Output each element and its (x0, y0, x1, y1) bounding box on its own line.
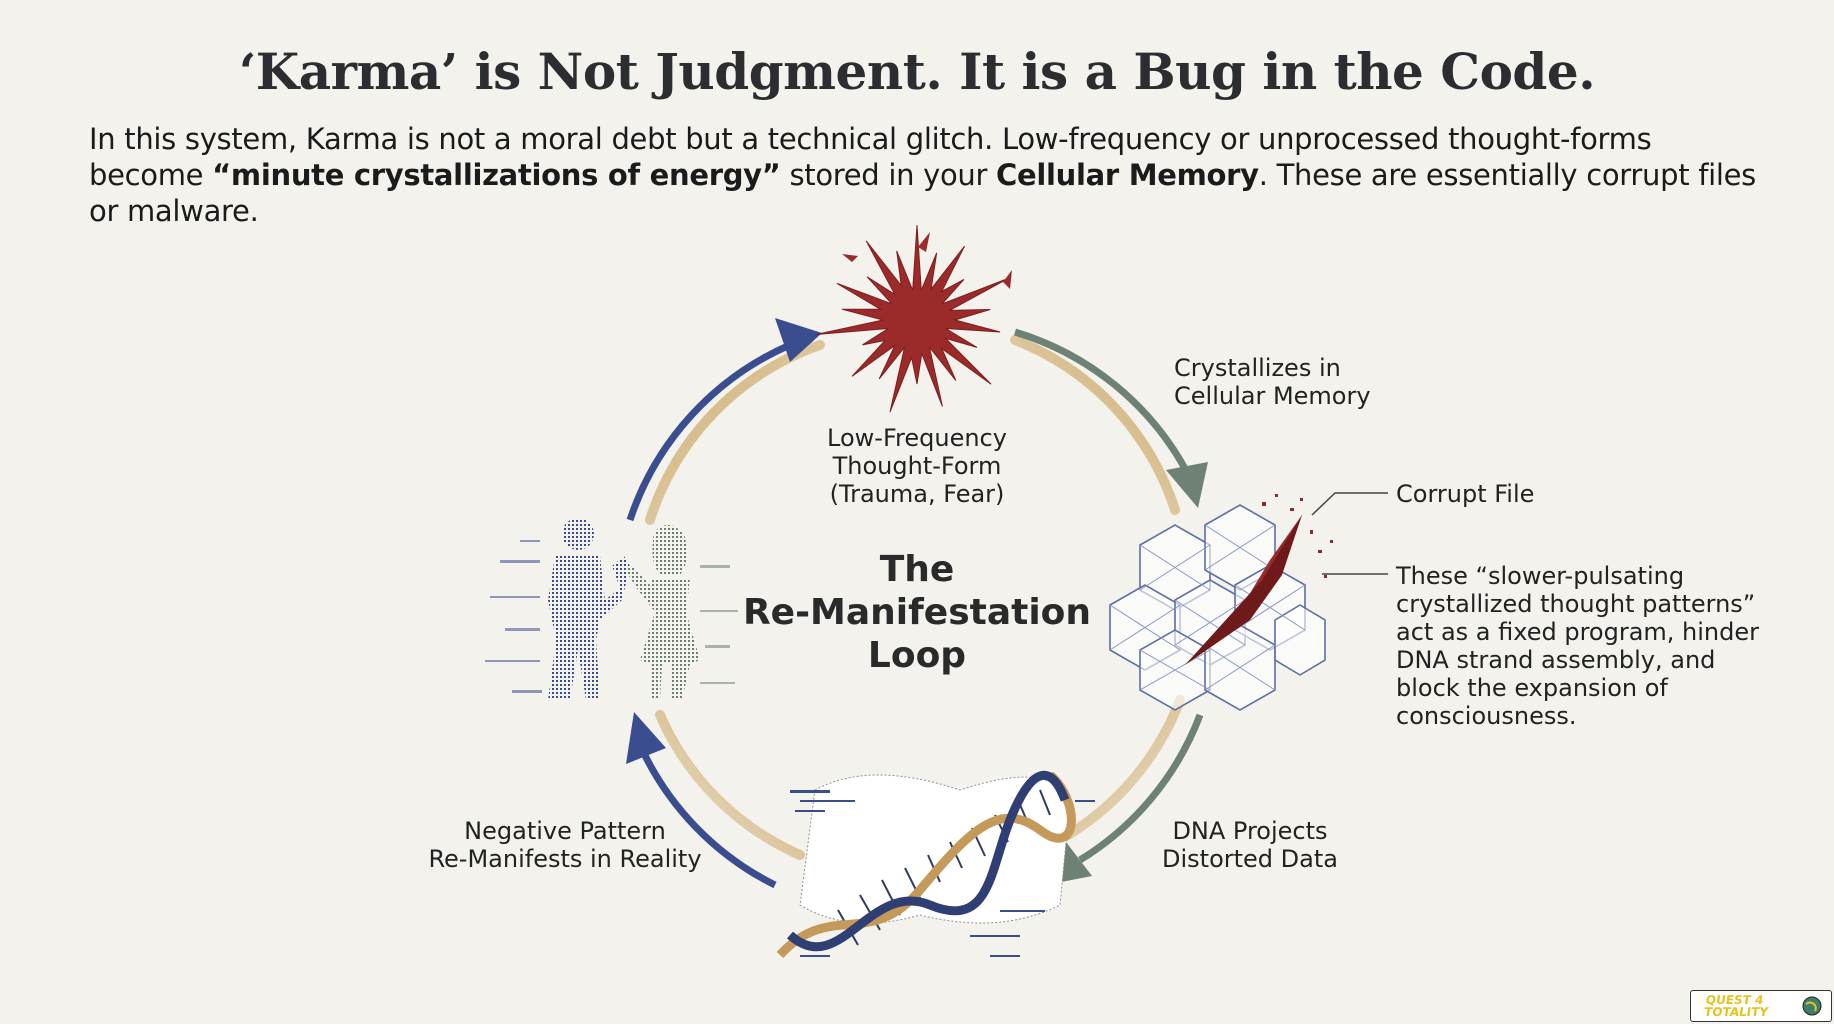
watermark-text: QUEST 4 TOTALITY (1703, 993, 1770, 1019)
dna-helix (776, 771, 1095, 959)
description-line-6: consciousness. (1396, 702, 1577, 730)
thought-form-line-1: Low-Frequency (827, 424, 1007, 452)
corrupt-shard (1185, 494, 1333, 665)
globe-icon (1802, 996, 1822, 1016)
intro-emphasis-crystallizations: “minute crystallizations of energy” (212, 158, 781, 192)
intro-text-1: In this system, Karma is not a moral deb… (89, 122, 1652, 192)
thought-form-line-3: (Trauma, Fear) (829, 480, 1005, 508)
negative-pattern-line-1: Negative Pattern (464, 817, 666, 845)
loop-title: The Re-Manifestation Loop (717, 548, 1117, 677)
crystallizes-line-2: Cellular Memory (1174, 382, 1371, 410)
arrow-to-thought-form (626, 318, 822, 522)
corrupt-file-label: Corrupt File (1396, 480, 1535, 508)
thought-form-line-2: Thought-Form (832, 452, 1002, 480)
description-line-2: crystallized thought patterns” (1396, 590, 1756, 618)
description-line-4: DNA strand assembly, and (1396, 646, 1716, 674)
negative-pattern-label: Negative Pattern Re-Manifests in Reality (415, 817, 715, 873)
description-line-5: block the expansion of (1396, 674, 1668, 702)
crystallizes-line-1: Crystallizes in (1174, 354, 1341, 382)
intro-emphasis-cellular-memory: Cellular Memory (996, 158, 1259, 192)
watermark-badge: QUEST 4 TOTALITY (1690, 990, 1832, 1022)
dna-projects-label: DNA Projects Distorted Data (1150, 817, 1350, 873)
corrupt-file-callout-line (1311, 492, 1388, 516)
arrow-to-reality (626, 712, 777, 889)
thought-form-burst (815, 224, 1012, 413)
thought-form-label: Low-Frequency Thought-Form (Trauma, Fear… (797, 424, 1037, 508)
description-line-3: act as a fixed program, hinder (1396, 618, 1759, 646)
intro-paragraph: In this system, Karma is not a moral deb… (89, 121, 1769, 229)
crystal-description: These “slower-pulsating crystallized tho… (1396, 562, 1759, 730)
negative-pattern-line-2: Re-Manifests in Reality (428, 845, 702, 873)
dna-projects-line-2: Distorted Data (1162, 845, 1338, 873)
dna-projects-line-1: DNA Projects (1172, 817, 1328, 845)
crystallizes-label: Crystallizes in Cellular Memory (1174, 354, 1371, 410)
figure-man (485, 518, 630, 700)
intro-text-3: . These are essentially corrupt files or… (89, 158, 1756, 228)
page-title: ‘Karma’ is Not Judgment. It is a Bug in … (238, 42, 1596, 101)
intro-text-2: stored in your (780, 158, 997, 192)
loop-title-line-2: Re-Manifestation (742, 592, 1092, 633)
arrow-to-cellular-memory (1013, 328, 1208, 508)
loop-title-line-3: Loop (867, 635, 967, 676)
description-line-1: These “slower-pulsating (1396, 562, 1685, 590)
corrupt-file-crystal (1109, 504, 1326, 711)
loop-title-line-1: The (879, 549, 955, 590)
figure-woman (625, 525, 738, 700)
